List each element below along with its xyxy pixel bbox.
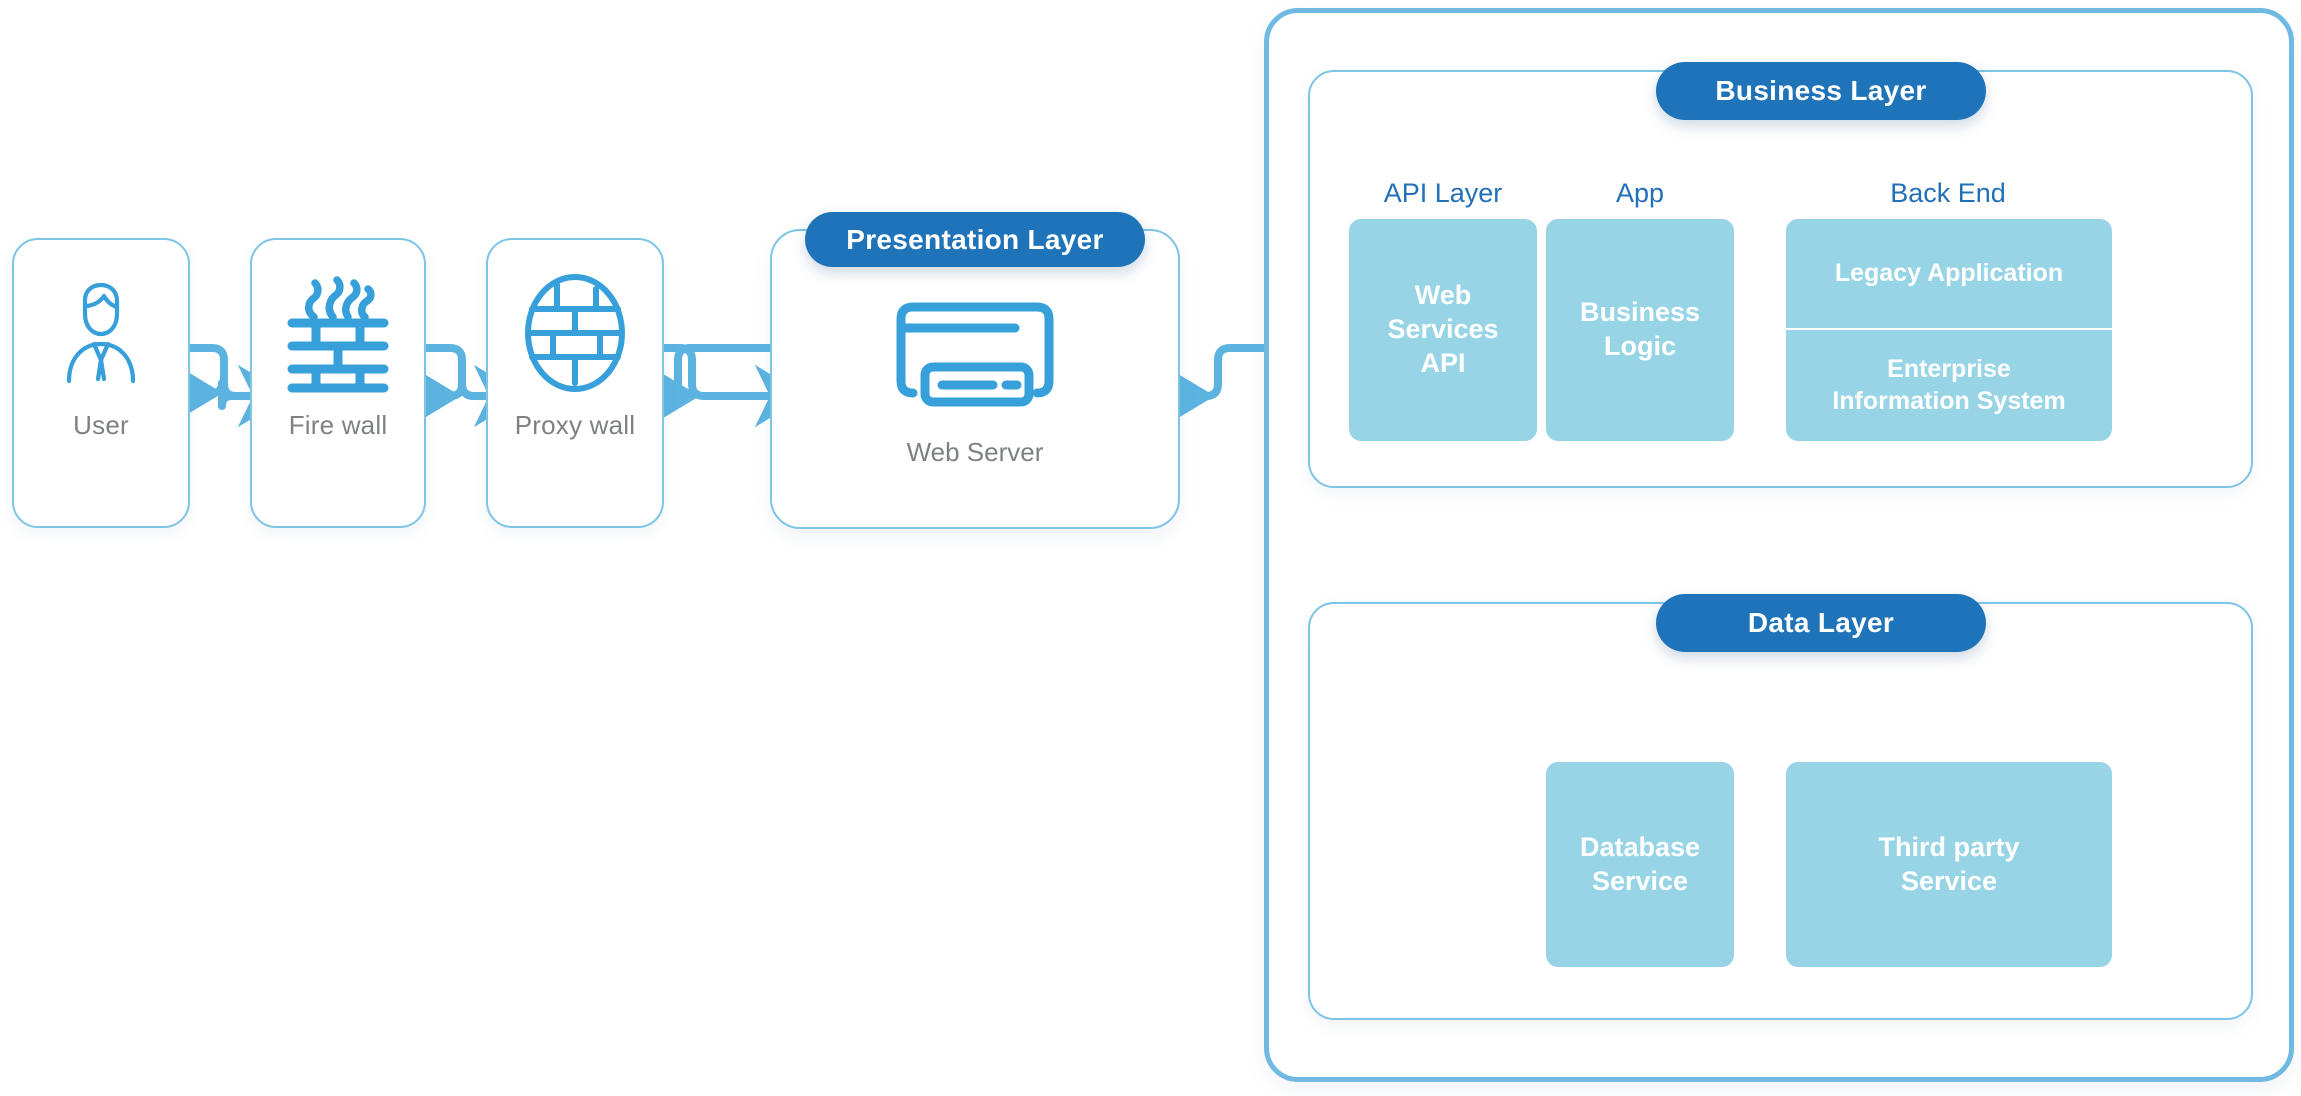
badge-data-layer: Data Layer — [1656, 594, 1986, 652]
user-avatar-icon — [14, 268, 188, 398]
block-line: Web — [1414, 280, 1472, 311]
block-line: Logic — [1604, 331, 1676, 361]
node-label-proxywall: Proxy wall — [514, 410, 636, 440]
block-line: Database — [1579, 831, 1701, 862]
node-card-user[interactable]: User — [12, 238, 190, 528]
block-line: Information System — [1832, 386, 2066, 415]
node-card-firewall[interactable]: Fire wall — [250, 238, 426, 528]
badge-presentation-layer: Presentation Layer — [805, 212, 1145, 267]
block-web-services-api[interactable]: Web Services API — [1349, 219, 1537, 441]
block-business-logic[interactable]: Business Logic — [1546, 219, 1734, 441]
block-third-party-service[interactable]: Third party Service — [1786, 762, 2112, 967]
column-label-back-end: Back End — [1890, 178, 2006, 208]
block-line: Services — [1387, 314, 1499, 345]
block-line: API — [1420, 347, 1466, 378]
column-label-api-layer: API Layer — [1383, 178, 1503, 208]
badge-business-layer: Business Layer — [1656, 62, 1986, 120]
node-label-user: User — [73, 410, 129, 440]
web-server-icon — [770, 290, 1180, 420]
block-database-service[interactable]: Database Service — [1546, 762, 1734, 967]
block-line: Enterprise — [1887, 355, 2011, 384]
block-legacy-application[interactable]: Legacy Application — [1786, 219, 2112, 330]
node-label-web-server: Web Server — [906, 437, 1044, 467]
block-line: Legacy Application — [1834, 258, 2064, 287]
column-label-app: App — [1615, 178, 1665, 208]
block-line: Service — [1591, 865, 1689, 896]
block-line: Business — [1579, 297, 1701, 328]
proxy-globe-brick-icon — [488, 268, 662, 398]
firewall-brick-flame-icon — [252, 268, 424, 398]
node-label-firewall: Fire wall — [288, 410, 388, 440]
block-line: Third party — [1878, 831, 2020, 862]
node-card-proxywall[interactable]: Proxy wall — [486, 238, 664, 528]
block-line: Service — [1900, 865, 1998, 896]
block-enterprise-information-system[interactable]: Enterprise Information System — [1786, 330, 2112, 441]
block-back-end-stack[interactable]: Legacy Application Enterprise Informatio… — [1786, 219, 2112, 441]
presentation-layer-card[interactable] — [770, 229, 1180, 529]
